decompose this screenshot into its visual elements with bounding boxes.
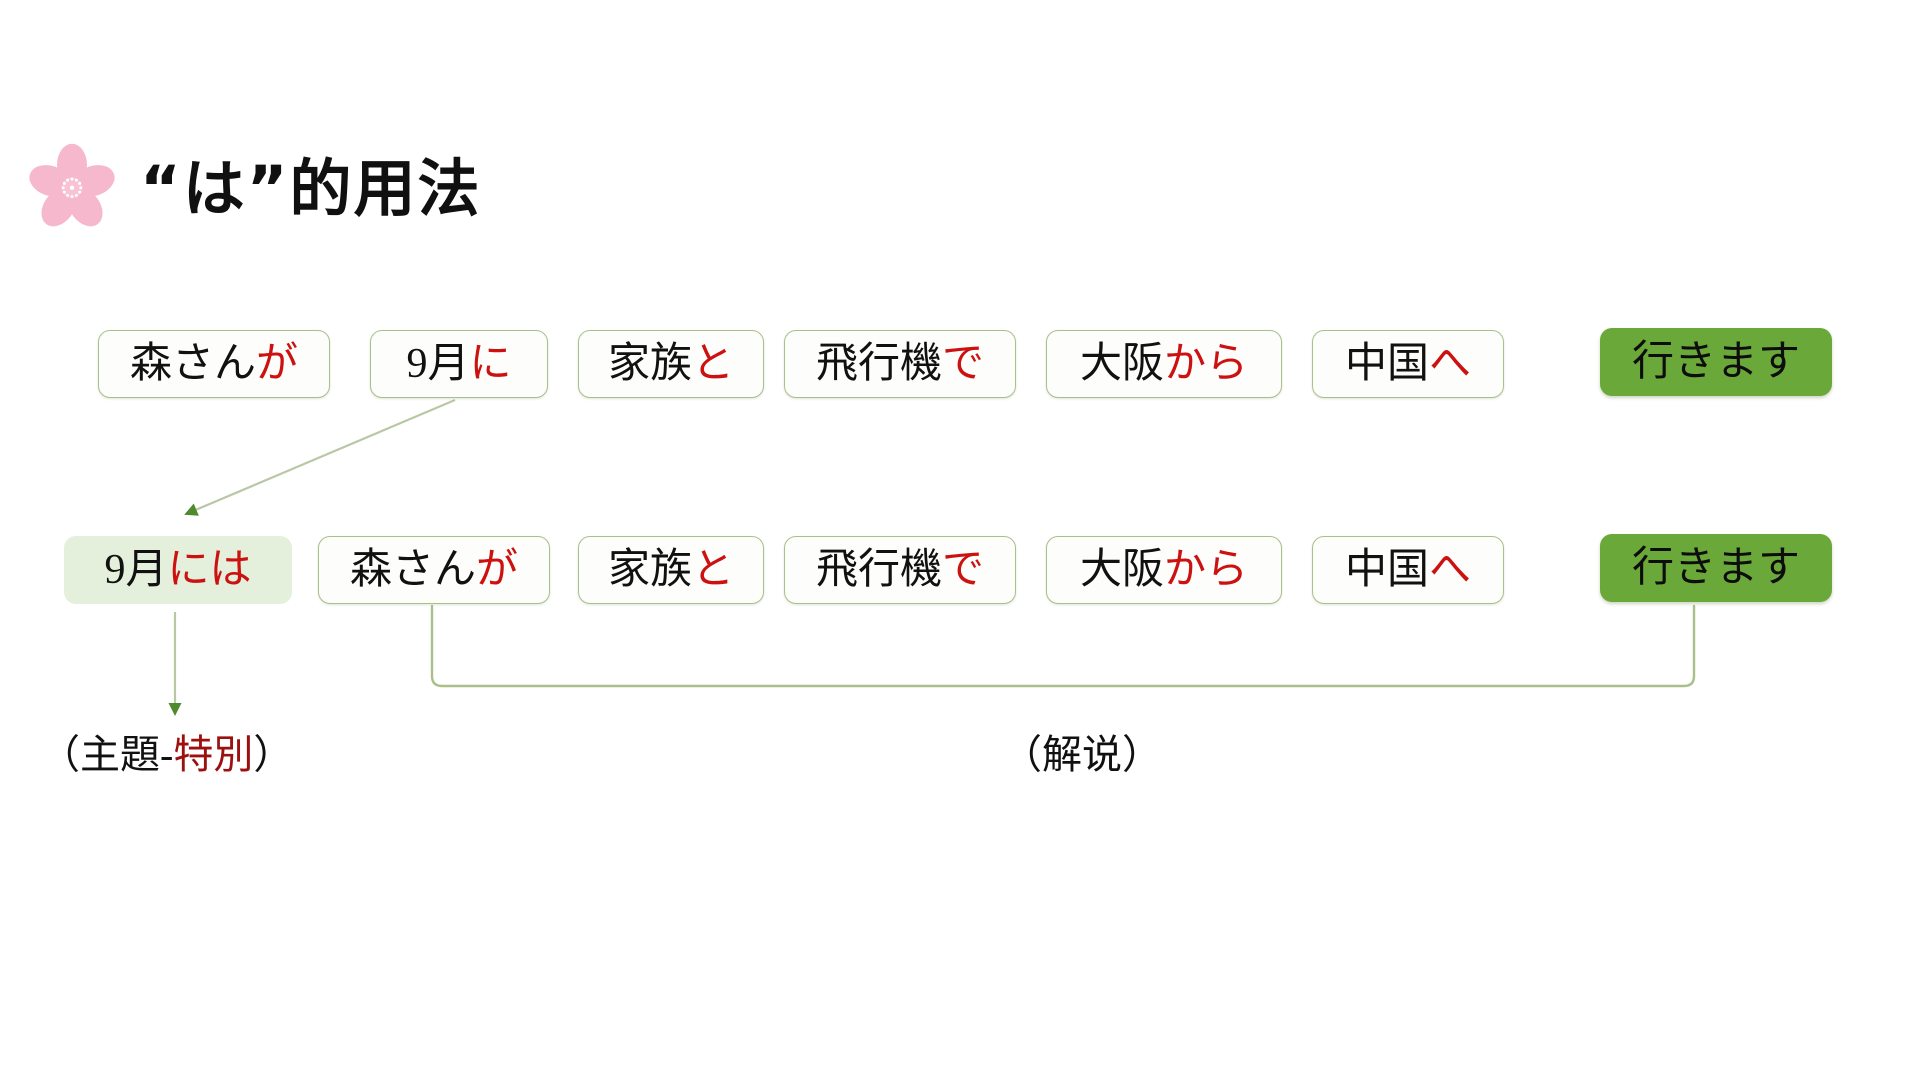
comment-span-bracket: [430, 604, 1696, 688]
sakura-flower-icon: [29, 143, 115, 227]
caption-prefix: （解说）: [1002, 732, 1162, 777]
chunk-base-text: 9月: [104, 547, 168, 593]
page-title: “は”的用法: [140, 152, 482, 225]
sentence-chunk: 行きます: [1600, 328, 1832, 396]
chunk-particle-text: が: [476, 547, 519, 593]
chunk-particle-text: から: [1164, 547, 1249, 593]
chunk-base-text: 飛行機: [815, 341, 942, 387]
chunk-base-text: 中国: [1344, 547, 1429, 593]
chunk-base-text: 家族: [607, 341, 692, 387]
caption-suffix: ）: [253, 732, 294, 777]
chunk-particle-text: から: [1164, 341, 1249, 387]
sentence-chunk: 森さんが: [98, 330, 330, 398]
chunk-base-text: 森さん: [129, 341, 256, 387]
chunk-base-text: 大阪: [1079, 547, 1164, 593]
caption-highlight: 特別: [173, 732, 254, 777]
chunk-particle-text: が: [256, 341, 299, 387]
chunk-particle-text: に: [469, 341, 512, 387]
chunk-base-text: 中国: [1344, 341, 1429, 387]
sentence-chunk: 中国へ: [1312, 536, 1504, 604]
chunk-base-text: 大阪: [1079, 341, 1164, 387]
chunk-base-text: 森さん: [349, 547, 476, 593]
sentence-chunk: 家族と: [578, 536, 764, 604]
chunk-base-text: 飛行機: [815, 547, 942, 593]
sentence-chunk: 飛行機で: [784, 536, 1016, 604]
chunk-particle-text: へ: [1429, 547, 1472, 593]
comment-caption: （解说）: [1002, 735, 1162, 775]
sentence-chunk: 行きます: [1600, 534, 1832, 602]
caption-prefix: （主題-: [40, 732, 174, 777]
sentence-chunk: 9月に: [370, 330, 548, 398]
topic-caption: （主題-特別）: [40, 735, 293, 775]
chunk-base-text: 9月: [406, 341, 470, 387]
chunk-base-text: 行きます: [1631, 339, 1800, 385]
chunk-particle-text: と: [692, 547, 735, 593]
sentence-chunk: 9月には: [64, 536, 292, 604]
chunk-particle-text: で: [942, 341, 985, 387]
sentence-chunk: 森さんが: [318, 536, 550, 604]
topic-move-arrow: [184, 398, 456, 516]
sentence-chunk: 飛行機で: [784, 330, 1016, 398]
chunk-particle-text: と: [692, 341, 735, 387]
sentence-chunk: 大阪から: [1046, 536, 1282, 604]
sentence-chunk: 家族と: [578, 330, 764, 398]
chunk-particle-text: には: [167, 547, 252, 593]
chunk-particle-text: で: [942, 547, 985, 593]
chunk-particle-text: へ: [1429, 341, 1472, 387]
slide-title-area: “は”的用法: [0, 60, 1920, 227]
chunk-base-text: 行きます: [1631, 545, 1800, 591]
sentence-chunk: 中国へ: [1312, 330, 1504, 398]
sentence-chunk: 大阪から: [1046, 330, 1282, 398]
chunk-base-text: 家族: [607, 547, 692, 593]
